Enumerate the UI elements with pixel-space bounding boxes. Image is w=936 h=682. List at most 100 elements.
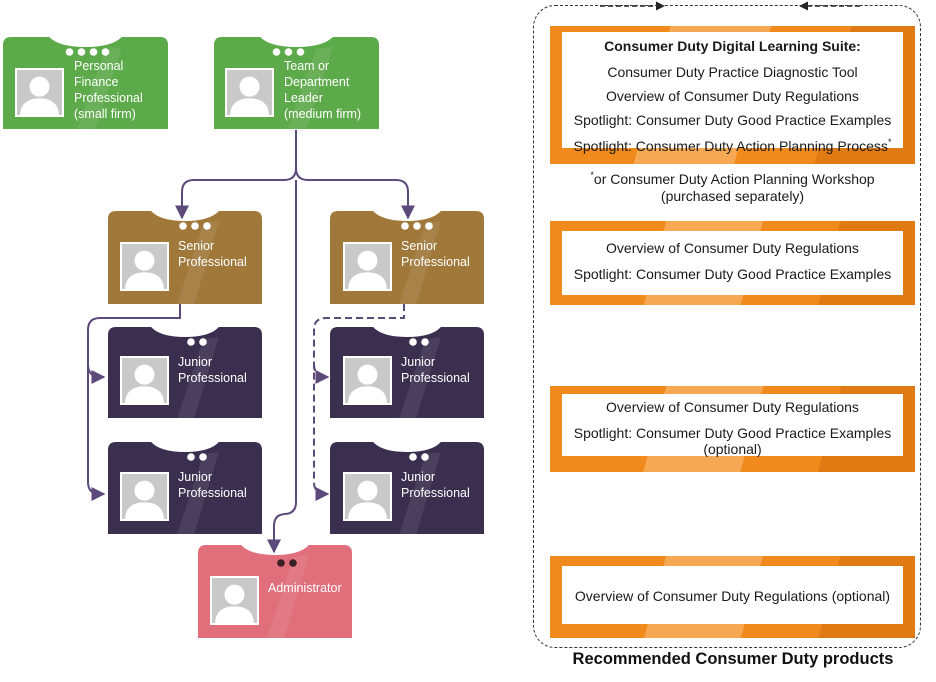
role-card-highlight — [399, 337, 441, 418]
role-label-line: Professional — [178, 486, 247, 500]
status-dot — [409, 453, 417, 461]
role-label-line: Team or — [284, 59, 329, 73]
role-card-highlight — [177, 221, 219, 304]
role-label-line: Professional — [401, 371, 470, 385]
product-item: Overview of Consumer Duty Regulations — [606, 399, 859, 415]
status-dot — [77, 48, 86, 56]
avatar-icon — [343, 472, 392, 521]
product-box-inner: Overview of Consumer Duty Regulations Sp… — [562, 394, 903, 457]
role-label-line: Administrator — [268, 581, 342, 595]
connector-senior-right-to-juniors — [313, 304, 405, 501]
role-card-highlight — [177, 452, 219, 534]
product-item: Overview of Consumer Duty Regulations — [606, 88, 859, 104]
role-label-line: (medium firm) — [284, 107, 361, 121]
status-dot — [187, 453, 195, 461]
role-label-line: Professional — [401, 255, 470, 269]
role-label-line: Junior — [178, 355, 212, 369]
status-dot — [89, 48, 98, 56]
role-label-line: (small firm) — [74, 107, 136, 121]
footnote: *or Consumer Duty Action Planning Worksh… — [555, 167, 910, 205]
connector-senior-right-to-junior-1 — [313, 363, 330, 384]
role-card-highlight — [267, 555, 309, 638]
role-label-line: Junior — [401, 355, 435, 369]
asterisk: * — [887, 137, 892, 147]
role-card-highlight — [399, 221, 441, 304]
product-box-senior: Overview of Consumer Duty Regulations Sp… — [550, 221, 915, 305]
product-item: Overview of Consumer Duty Regulations — [606, 240, 859, 256]
avatar-icon — [15, 68, 64, 117]
avatar-icon — [120, 472, 169, 521]
avatar-icon — [120, 356, 169, 405]
role-label-line: Leader — [284, 91, 323, 105]
status-dot — [277, 559, 285, 567]
product-item: Overview of Consumer Duty Regulations (o… — [574, 588, 891, 604]
status-dot — [199, 338, 207, 346]
status-dot — [413, 222, 421, 230]
connector-senior-left-to-junior-1 — [87, 363, 106, 384]
role-card-highlight — [177, 337, 219, 418]
product-box-inner: Consumer Duty Digital Learning Suite: Co… — [562, 32, 903, 154]
connectors — [87, 130, 415, 554]
product-item: Consumer Duty Practice Diagnostic Tool — [607, 64, 858, 80]
product-box-digital-suite: Consumer Duty Digital Learning Suite: Co… — [550, 26, 915, 164]
role-label-line: Senior — [178, 239, 214, 253]
product-box-inner: Overview of Consumer Duty Regulations Sp… — [562, 231, 903, 295]
status-dot — [409, 338, 417, 346]
product-item: Spotlight: Consumer Duty Good Practice E… — [573, 266, 892, 282]
product-box-junior: Overview of Consumer Duty Regulations Sp… — [550, 386, 915, 472]
role-label-line: Professional — [178, 371, 247, 385]
status-dot — [199, 453, 207, 461]
connector-team-to-senior-left — [175, 130, 297, 220]
role-label-line: Personal — [74, 59, 123, 73]
avatar-icon — [120, 242, 169, 291]
status-dot — [187, 338, 195, 346]
role-label-line: Professional — [178, 255, 247, 269]
connector-senior-left-to-juniors — [87, 304, 181, 501]
status-dot — [65, 48, 74, 56]
product-item-optional: (optional) — [703, 441, 762, 457]
role-card-highlight — [399, 452, 441, 534]
role-label-line: Professional — [74, 91, 143, 105]
footnote-asterisk: * — [590, 170, 594, 180]
status-dot — [425, 222, 433, 230]
role-card-highlight — [288, 47, 333, 129]
connector-team-to-admin — [267, 180, 297, 554]
status-dot — [191, 222, 199, 230]
footnote-line-2: (purchased separately) — [660, 188, 805, 204]
status-dot — [289, 559, 297, 567]
avatar-icon — [343, 356, 392, 405]
avatar-icon — [210, 576, 259, 625]
product-box-inner: Overview of Consumer Duty Regulations (o… — [562, 566, 903, 624]
role-label-line: Senior — [401, 239, 437, 253]
avatar-icon — [343, 242, 392, 291]
status-dot — [421, 453, 429, 461]
avatar-icon — [225, 68, 274, 117]
products-frame — [533, 5, 921, 648]
digital-suite-title: Consumer Duty Digital Learning Suite: — [604, 38, 861, 54]
connector-team-to-senior-right — [295, 167, 415, 220]
status-dot — [179, 222, 187, 230]
status-dot — [296, 48, 305, 56]
product-item: Spotlight: Consumer Duty Action Planning… — [573, 138, 888, 154]
role-label-line: Junior — [401, 470, 435, 484]
product-item-with-asterisk: Spotlight: Consumer Duty Action Planning… — [562, 134, 903, 155]
status-dot — [203, 222, 211, 230]
section-title: Recommended Consumer Duty products — [572, 650, 894, 668]
status-dot — [421, 338, 429, 346]
role-label-line: Finance — [74, 75, 119, 89]
role-label-line: Professional — [401, 486, 470, 500]
role-label-line: Junior — [178, 470, 212, 484]
role-card-highlight — [77, 47, 122, 129]
footnote-line-1: or Consumer Duty Action Planning Worksho… — [593, 171, 875, 187]
product-item: Spotlight: Consumer Duty Good Practice E… — [573, 425, 892, 441]
